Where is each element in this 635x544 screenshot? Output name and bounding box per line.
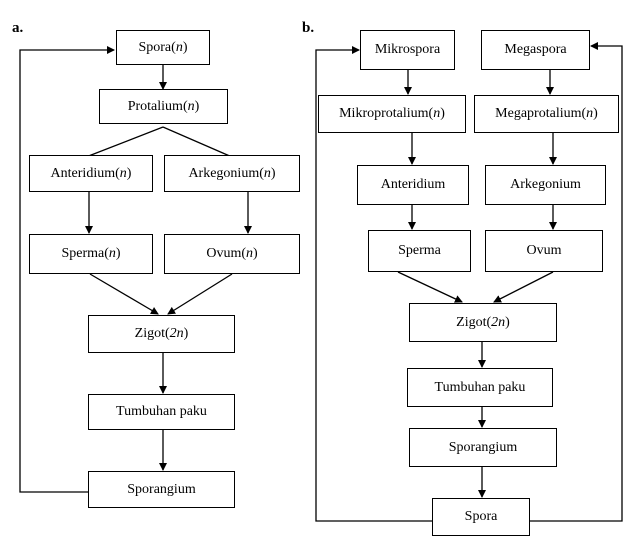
b-sperma-text: Sperma xyxy=(398,243,441,258)
panel-b-label: b. xyxy=(302,20,315,36)
b-megaprotalium-ploidy: n xyxy=(586,106,594,121)
b-arkegonium-box: Arkegonium xyxy=(485,165,606,205)
b-anteridium-text: Anteridium xyxy=(380,177,446,192)
a-protalium-box: Protalium (n) xyxy=(99,89,228,124)
b-ovum-text: Ovum xyxy=(526,243,562,258)
arrow-a-sporangium-return xyxy=(19,46,115,493)
a-zigot-text: Zigot xyxy=(134,326,165,341)
a-zigot-ploidy: 2n xyxy=(169,326,184,341)
panel-a-label: a. xyxy=(12,20,24,36)
b-mikroprotalium-box: Mikroprotalium (n) xyxy=(318,95,466,133)
a-tumbuhan-paku-text: Tumbuhan paku xyxy=(116,404,207,419)
b-anteridium-box: Anteridium xyxy=(357,165,469,205)
a-sporangium-box: Sporangium xyxy=(88,471,235,508)
a-arkegonium-ploidy: n xyxy=(263,165,271,181)
arrow-b-spora-return-right xyxy=(530,42,623,522)
b-spora-text: Spora xyxy=(464,509,498,524)
b-mikrospora-box: Mikrospora xyxy=(360,30,455,70)
b-tumbuhan-paku-text: Tumbuhan paku xyxy=(434,379,526,395)
b-mikroprotalium-ploidy: n xyxy=(433,106,441,121)
b-tumbuhan-paku-box: Tumbuhan paku xyxy=(407,368,553,407)
b-arkegonium-text: Arkegonium xyxy=(510,177,581,192)
b-zigot-text: Zigot xyxy=(456,314,487,330)
b-sperma-box: Sperma xyxy=(368,230,471,272)
arrow-a-ovum-zigot xyxy=(167,273,233,315)
a-sperma-ploidy: n xyxy=(108,246,116,261)
a-zigot-box: Zigot (2n) xyxy=(88,315,235,353)
b-ovum-box: Ovum xyxy=(485,230,603,272)
a-ovum-ploidy: n xyxy=(246,246,253,261)
b-megaprotalium-text: Megaprotalium xyxy=(495,106,582,121)
arrow-a-sperma-zigot xyxy=(89,273,159,315)
arrow-b-sperma-zigot xyxy=(397,271,463,303)
a-spora-text: Spora xyxy=(138,39,172,55)
line-a-protalium-split-left xyxy=(85,126,164,158)
a-anteridium-text: Anteridium xyxy=(50,165,116,181)
b-megaprotalium-box: Megaprotalium (n) xyxy=(474,95,619,133)
b-zigot-ploidy: 2n xyxy=(491,314,506,330)
b-megaspora-text: Megaspora xyxy=(504,42,567,57)
b-mikrospora-text: Mikrospora xyxy=(374,42,441,57)
b-spora-box: Spora xyxy=(432,498,530,536)
a-sporangium-text: Sporangium xyxy=(127,481,196,497)
a-sperma-box: Sperma (n) xyxy=(29,234,153,274)
a-ovum-text: Ovum xyxy=(206,246,242,261)
arrow-b-ovum-zigot xyxy=(493,271,554,303)
a-anteridium-box: Anteridium (n) xyxy=(29,155,153,192)
a-protalium-ploidy: n xyxy=(187,98,195,114)
a-arkegonium-text: Arkegonium xyxy=(188,165,260,181)
arrow-b-spora-return-left xyxy=(315,46,432,522)
b-megaspora-box: Megaspora xyxy=(481,30,590,70)
a-spora-box: Spora (n) xyxy=(116,30,210,65)
a-ovum-box: Ovum (n) xyxy=(164,234,300,274)
a-anteridium-ploidy: n xyxy=(119,165,127,181)
a-tumbuhan-paku-box: Tumbuhan paku xyxy=(88,394,235,430)
b-zigot-box: Zigot (2n) xyxy=(409,303,557,342)
b-sporangium-box: Sporangium xyxy=(409,428,557,467)
line-a-protalium-split-right xyxy=(162,126,233,158)
b-mikroprotalium-text: Mikroprotalium xyxy=(339,106,429,121)
a-protalium-text: Protalium xyxy=(127,98,183,114)
b-sporangium-text: Sporangium xyxy=(448,439,518,455)
a-arkegonium-box: Arkegonium (n) xyxy=(164,155,300,192)
a-spora-ploidy: n xyxy=(175,39,183,55)
a-sperma-text: Sperma xyxy=(61,246,105,261)
